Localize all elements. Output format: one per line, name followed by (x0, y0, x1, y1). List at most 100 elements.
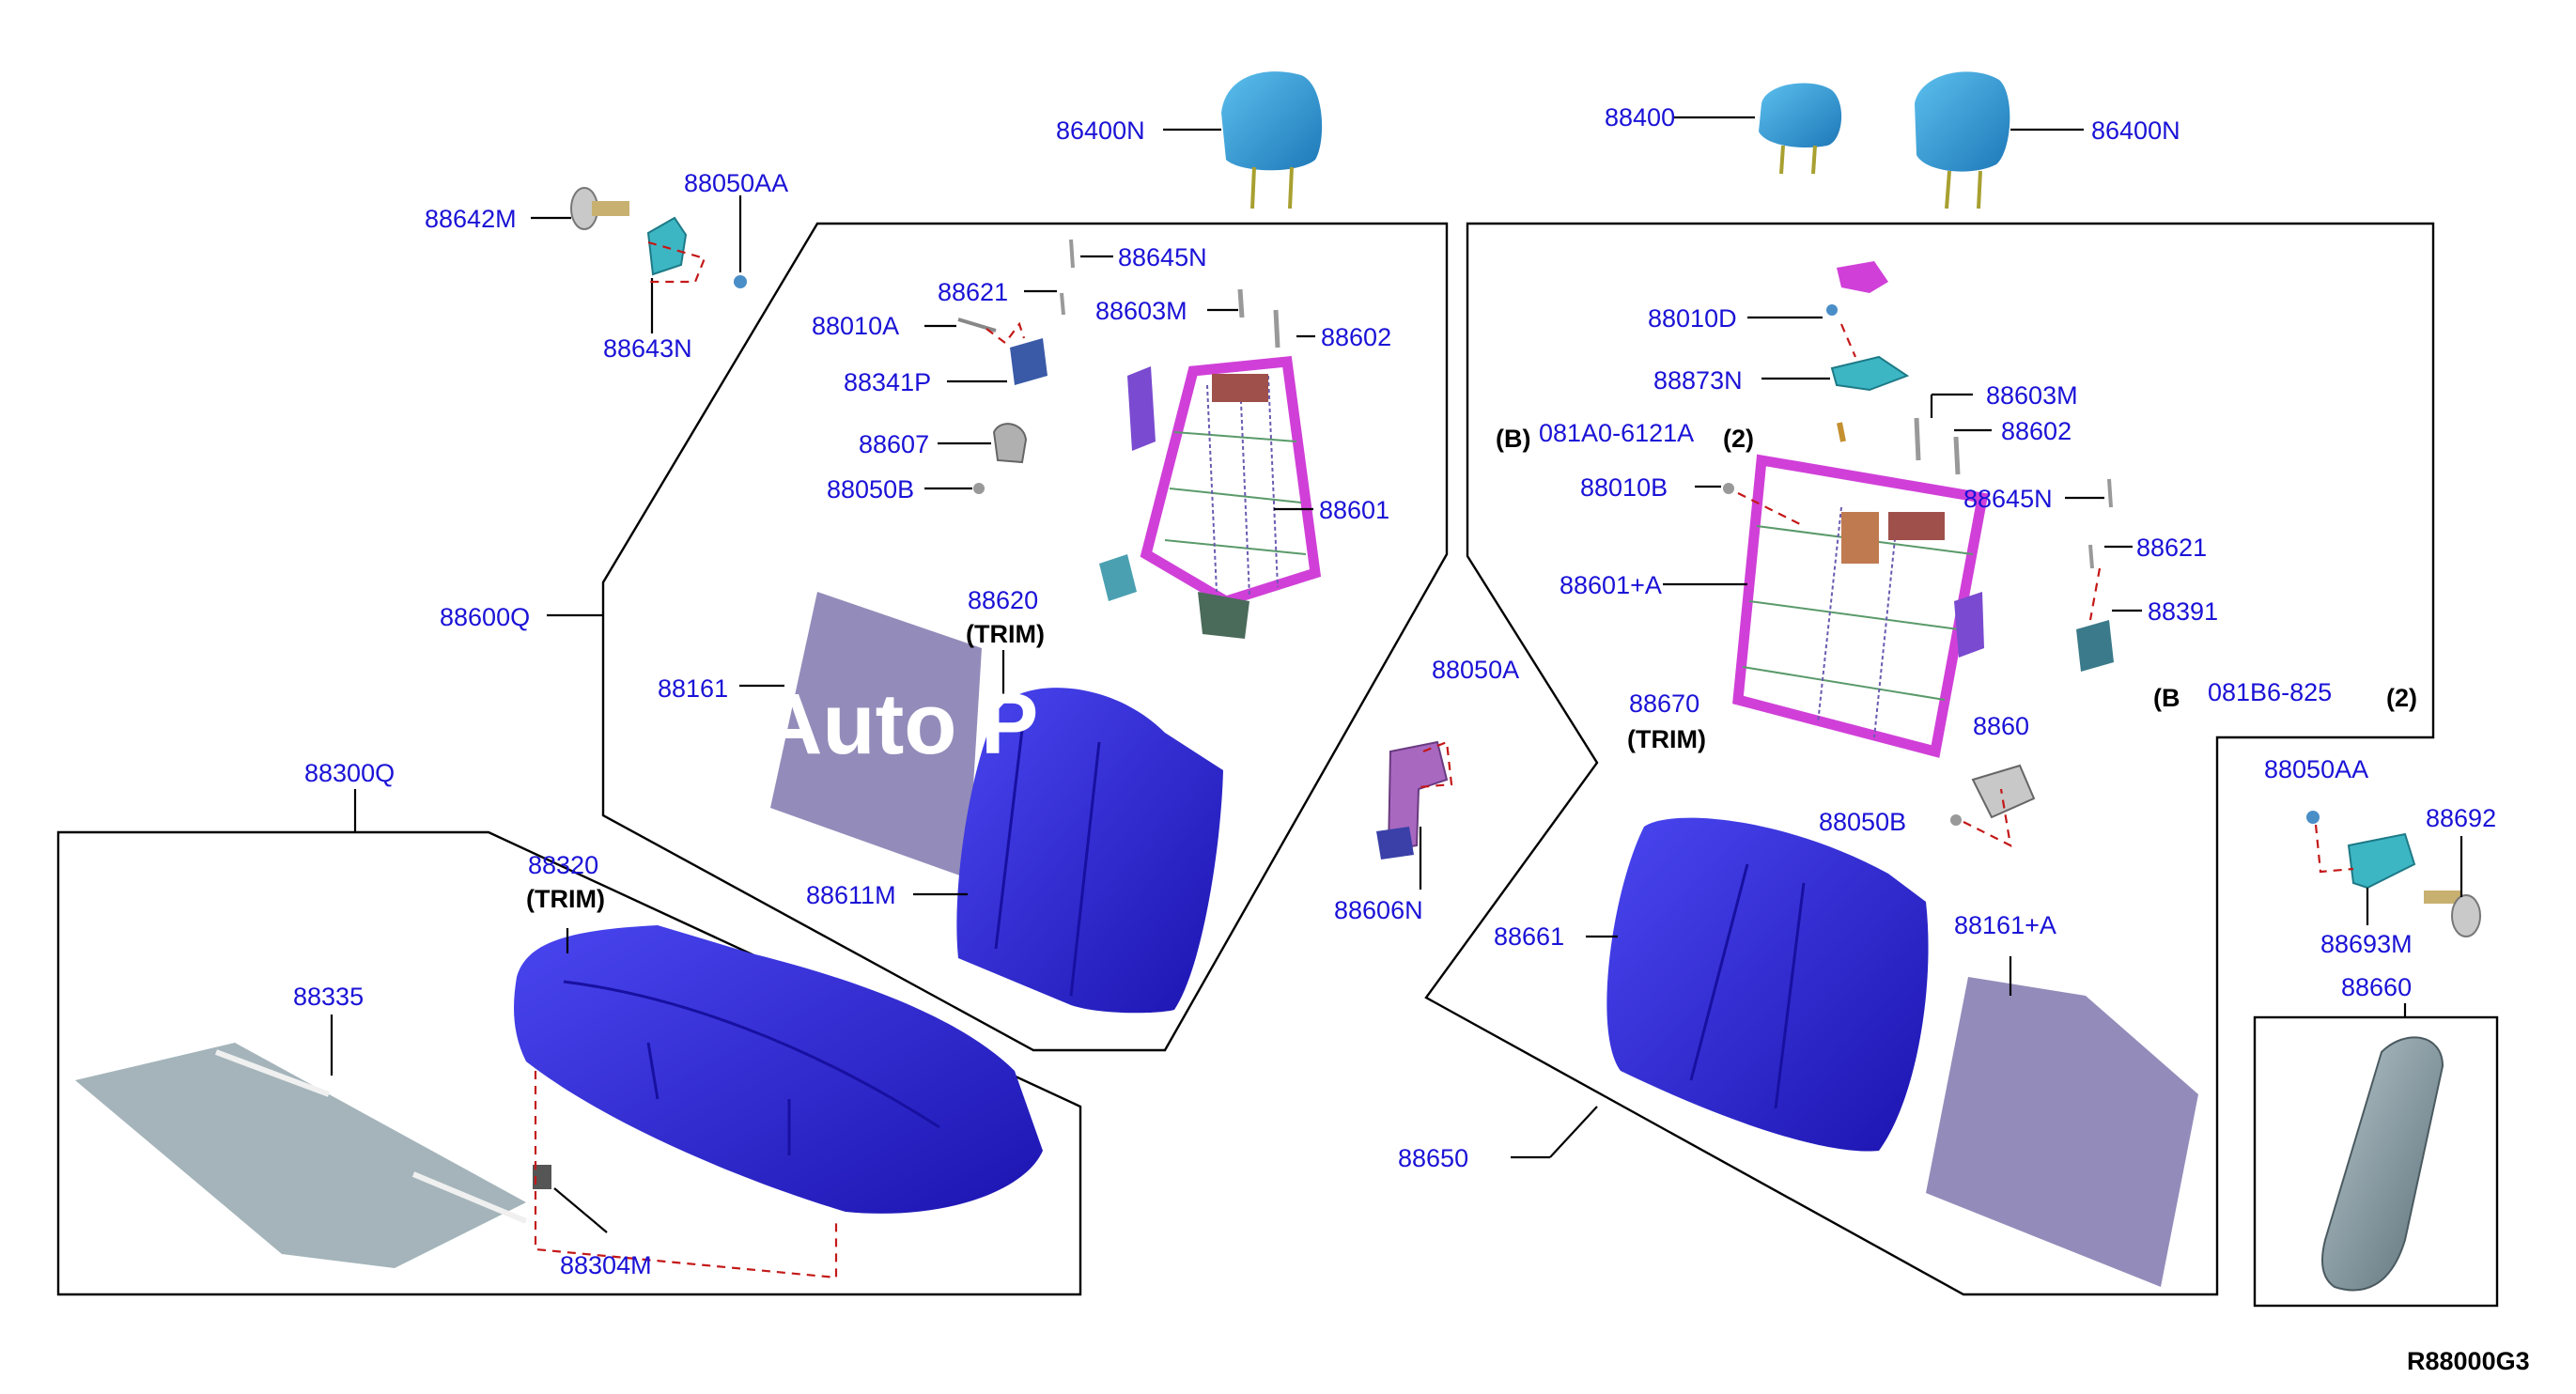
label-88335: 88335 (293, 983, 364, 1011)
label-88341P: 88341P (844, 368, 931, 396)
label-88010D: 88010D (1648, 304, 1737, 333)
frame-88600Q (601, 222, 1449, 1052)
label-081B6-partial: 081B6-825 (2208, 678, 2332, 706)
label-88607-right-partial: 8860 (1973, 712, 2029, 740)
screws-88603M-right (1914, 417, 1961, 475)
bolt-88010D (1826, 304, 1838, 316)
bolt-88050B-left (973, 483, 985, 494)
label-88161: 88161 (658, 674, 728, 703)
qty-081A0: (2) (1723, 425, 1754, 453)
label-88621-right: 88621 (2136, 534, 2207, 562)
bolt-88010B (1723, 483, 1734, 494)
label-88645N-left: 88645N (1118, 243, 1207, 271)
label-88645N-right: 88645N (1963, 485, 2053, 513)
qty-081B6-partial: (2) (2386, 684, 2417, 712)
label-88607-left: 88607 (859, 430, 929, 458)
trim-88670-partial: (TRIM) (1627, 725, 1706, 753)
label-88693M: 88693M (2320, 930, 2413, 958)
hinge-88642M (570, 187, 629, 230)
label-86400N-left: 86400N (1056, 116, 1145, 145)
bracket-88606N (1376, 740, 1449, 860)
cap-88010D-top (1837, 261, 1888, 293)
label-88603M-right: 88603M (1986, 381, 2078, 410)
headrest-86400N-right (1915, 71, 2010, 209)
knob-88607-right (1971, 764, 2036, 819)
pin-88645N-right (2107, 478, 2113, 508)
seatback-frame-88601A (1732, 454, 1989, 758)
screws-88603M-left (1237, 288, 1280, 348)
bolt-081A0-6121A (1837, 422, 1846, 442)
label-88621-left: 88621 (938, 278, 1008, 306)
label-88661: 88661 (1494, 922, 1564, 951)
label-88611M: 88611M (806, 881, 896, 909)
label-88602-right: 88602 (2001, 417, 2072, 445)
label-88650: 88650 (1398, 1144, 1468, 1172)
leader-lines (330, 116, 2463, 1233)
label-88050B-right: 88050B (1819, 808, 1906, 836)
pin-88621-right (2088, 544, 2094, 569)
bracket-b-081B6-partial: (B (2153, 684, 2180, 712)
bracket-b-081A0: (B) (1496, 425, 1530, 453)
cover-88341P (1010, 338, 1047, 385)
headrest-88400 (1759, 83, 1842, 175)
seatback-frame-88601 (1099, 355, 1322, 639)
seat-cushion-88320 (514, 925, 1043, 1214)
dashed-leaders (534, 240, 2354, 1279)
frame-88300Q (56, 830, 1082, 1296)
label-88602-left: 88602 (1321, 323, 1391, 351)
bolt-88050AA-left (734, 275, 747, 288)
label-88050A: 88050A (1432, 656, 1519, 684)
label-88010A: 88010A (812, 312, 899, 340)
cover-88693M (2347, 832, 2416, 890)
label-88600Q: 88600Q (440, 603, 530, 631)
label-88050B-left: 88050B (827, 475, 914, 503)
label-88010B: 88010B (1580, 473, 1668, 502)
bracket-88873N (1830, 355, 1910, 392)
armrest-88660 (2321, 1036, 2444, 1292)
cover-88643N (646, 216, 688, 276)
diagram-code: R88000G3 (2407, 1347, 2530, 1375)
label-88643N: 88643N (603, 334, 692, 363)
pad-88161A (1926, 977, 2198, 1287)
mat-88335 (75, 1043, 528, 1268)
label-88391: 88391 (2148, 597, 2218, 626)
trim-88620: (TRIM) (966, 620, 1045, 648)
label-88620: 88620 (968, 586, 1038, 614)
label-88660: 88660 (2341, 973, 2412, 1001)
seatback-trim-88661 (1606, 817, 1929, 1152)
pad-88161-left (770, 592, 982, 878)
label-88603M-left: 88603M (1095, 297, 1187, 325)
label-88320: 88320 (528, 851, 598, 879)
label-88601: 88601 (1319, 496, 1389, 524)
bolt-88050B-right (1950, 814, 1962, 826)
label-88601A: 88601+A (1560, 571, 1662, 599)
label-88161A: 88161+A (1954, 911, 2056, 939)
hinge-88692 (2424, 891, 2481, 937)
label-88050AA-left: 88050AA (684, 169, 788, 197)
bolt-88010A (957, 318, 997, 333)
label-88873N: 88873N (1653, 366, 1743, 395)
label-88300Q: 88300Q (304, 759, 395, 787)
pin-88621-left (1060, 292, 1065, 316)
label-081A0-6121A: 081A0-6121A (1539, 419, 1694, 447)
clip-88304M (533, 1165, 551, 1189)
cover-88391 (2076, 620, 2114, 672)
label-88692: 88692 (2426, 804, 2496, 832)
headrest-86400N-left (1221, 71, 1323, 209)
label-88050AA-right: 88050AA (2264, 755, 2368, 783)
label-88304M: 88304M (560, 1251, 652, 1279)
bolt-88050AA-right (2306, 811, 2320, 824)
label-88400: 88400 (1605, 103, 1675, 132)
label-88670-partial: 88670 (1629, 689, 1699, 718)
frame-88650 (1424, 222, 2435, 1296)
seatback-trim-88611M (956, 688, 1223, 1014)
label-88606N: 88606N (1334, 896, 1423, 924)
pin-88645N-left (1069, 239, 1075, 269)
trim-88320: (TRIM) (526, 885, 605, 913)
knob-88607-left (992, 423, 1028, 464)
label-88642M: 88642M (425, 205, 517, 233)
label-86400N-right: 86400N (2091, 116, 2180, 145)
watermark: nt Auto P (658, 676, 1038, 772)
frame-88660 (2253, 1015, 2499, 1308)
